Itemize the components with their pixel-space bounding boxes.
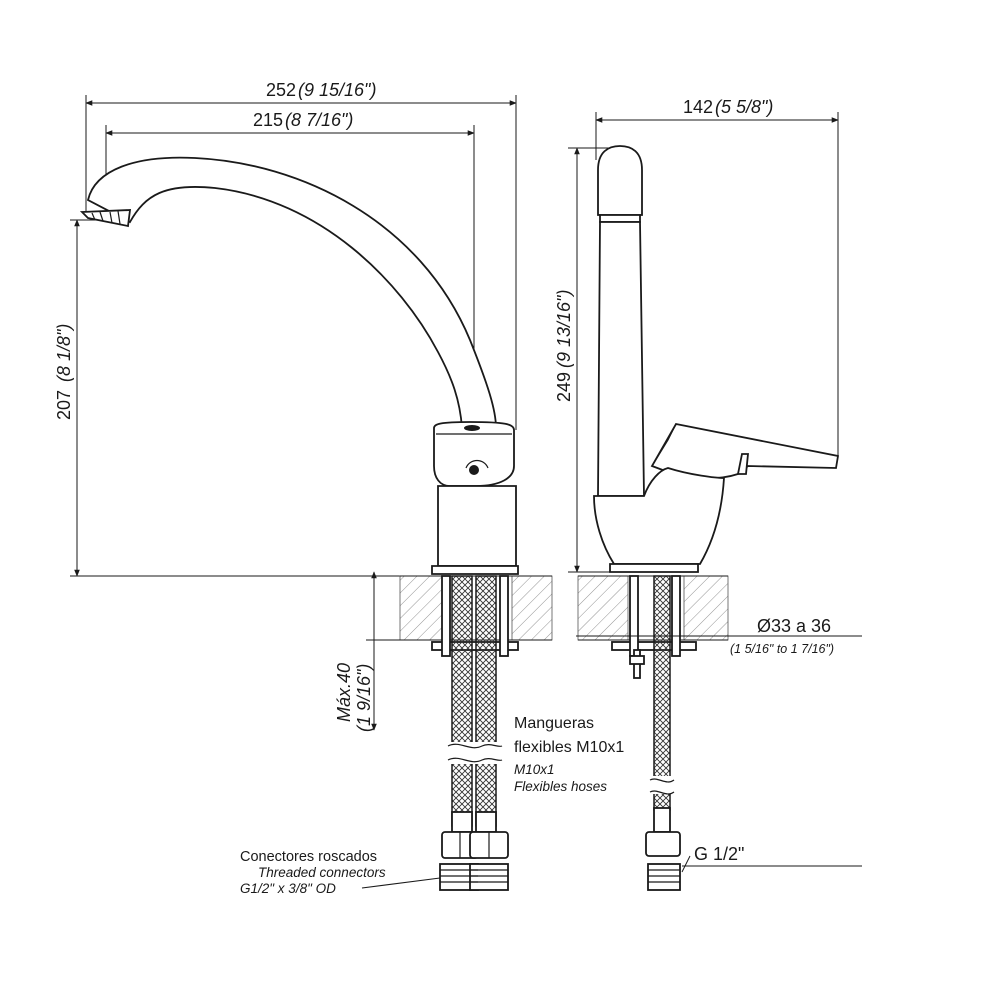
- handle-cap: [433, 421, 515, 487]
- overall-height-imperial: (9 13/16"): [554, 290, 574, 368]
- hole-diameter-value: Ø33 a 36: [757, 616, 831, 636]
- dimension-spout-reach: 215 (8 7/16"): [105, 110, 475, 420]
- dimension-max-thickness: Máx.40 (1 9/16"): [334, 571, 400, 732]
- dimension-overall-width: 252 (9 15/16"): [85, 80, 517, 430]
- hoses-label-es-1: Mangueras: [514, 715, 594, 732]
- dimension-side-width: 142 (5 5/8"): [595, 97, 839, 455]
- spout-height-value: 207: [54, 390, 74, 420]
- mounting-plate: [431, 641, 519, 651]
- front-view: 252 (9 15/16") 215 (8 7/16") 207 (8 1/8"…: [54, 80, 624, 896]
- spout-height-imperial: (8 1/8"): [54, 324, 74, 382]
- flexible-hoses: [446, 575, 503, 827]
- spout-reach-value: 215: [253, 110, 283, 130]
- side-width-imperial: (5 5/8"): [715, 97, 773, 117]
- aerator: [79, 209, 132, 228]
- overall-width-imperial: (9 15/16"): [298, 80, 376, 100]
- hoses-label-en-1: M10x1: [514, 762, 555, 777]
- faucet-body-side: [593, 467, 725, 565]
- connectors-label-es: Conectores roscados: [240, 849, 377, 865]
- connectors-label: Conectores roscados Threaded connectors …: [240, 849, 441, 896]
- side-width-value: 142: [683, 97, 713, 117]
- connectors-label-en-2: G1/2" x 3/8" OD: [240, 881, 336, 896]
- hole-diameter-imperial: (1 5/16" to 1 7/16"): [730, 642, 834, 656]
- overall-width-value: 252: [266, 80, 296, 100]
- hoses-label-en-2: Flexibles hoses: [514, 779, 607, 794]
- faucet-body: [437, 485, 517, 567]
- dimension-overall-height: 249 (9 13/16"): [554, 147, 612, 573]
- connectors-label-en-1: Threaded connectors: [258, 865, 386, 880]
- side-view: 142 (5 5/8") 249 (9 13/16"): [554, 97, 862, 891]
- spout-side: [597, 145, 643, 216]
- max-thickness-value: Máx.40: [334, 663, 354, 722]
- countertop-section: [399, 575, 553, 641]
- inlet-thread-label: G 1/2": [681, 844, 862, 873]
- hoses-label-es-2: flexibles M10x1: [514, 739, 624, 756]
- dimension-hole-diameter: Ø33 a 36 (1 5/16" to 1 7/16"): [576, 616, 862, 656]
- inlet-thread-value: G 1/2": [694, 844, 744, 864]
- spout: [86, 156, 497, 429]
- max-thickness-imperial: (1 9/16"): [354, 664, 374, 732]
- lever-pivot-icon: [469, 465, 479, 475]
- countertop-section-side: [577, 575, 729, 641]
- threaded-connectors: [439, 863, 509, 891]
- overall-height-value: 249: [554, 372, 574, 402]
- hoses-label: Mangueras flexibles M10x1 M10x1 Flexible…: [514, 715, 624, 794]
- spout-reach-imperial: (8 7/16"): [285, 110, 353, 130]
